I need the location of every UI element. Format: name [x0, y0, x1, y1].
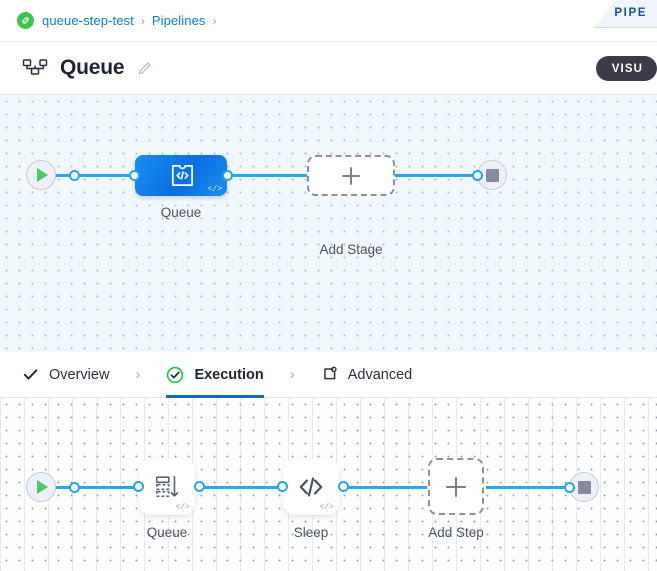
tab-execution[interactable]: Execution — [166, 352, 265, 398]
pencil-icon[interactable] — [137, 61, 152, 76]
add-step-node[interactable]: Add Step — [428, 458, 484, 540]
edge-addstage-to-end — [388, 174, 480, 177]
end-node-input-port[interactable] — [472, 170, 483, 181]
code-block-icon — [171, 164, 193, 187]
step-node-sleep[interactable]: </> Sleep — [277, 459, 349, 540]
pipeline-side-tab-label: PIPE — [614, 7, 647, 19]
edge-start-to-queue — [47, 174, 143, 177]
plus-icon — [342, 166, 360, 185]
edge-start-to-queue-step — [47, 486, 137, 489]
page-title: Queue — [60, 56, 125, 79]
add-stage-box[interactable] — [307, 155, 395, 196]
stage-node-queue-label: Queue — [160, 205, 202, 220]
step-node-queue-label: Queue — [146, 525, 188, 540]
start-node[interactable] — [26, 160, 80, 190]
tab-execution-label: Execution — [194, 366, 264, 383]
stop-icon — [485, 168, 499, 182]
step-node-queue-input-port[interactable] — [133, 481, 144, 492]
step-node-queue[interactable]: </> Queue — [133, 459, 205, 540]
pipeline-hierarchy-icon — [22, 57, 48, 79]
step-canvas[interactable]: </> Queue </> Sleep — [0, 398, 657, 571]
breadcrumb-separator: › — [140, 13, 145, 28]
stage-node-queue-badge: </> — [207, 185, 222, 194]
step-start-node-circle — [26, 472, 56, 502]
tab-separator-2: › — [289, 366, 295, 383]
breadcrumb: queue-step-test › Pipelines › PIPE — [0, 0, 657, 42]
edge-queue-to-sleep — [196, 486, 282, 489]
queue-stack-icon — [155, 475, 179, 498]
end-node[interactable] — [472, 160, 507, 190]
step-start-node-output-port[interactable] — [69, 482, 80, 493]
stage-node-queue-body[interactable]: </> — [135, 155, 227, 196]
step-end-node-input-port[interactable] — [564, 482, 575, 493]
stop-icon — [577, 480, 591, 494]
step-node-queue-body[interactable]: </> — [139, 459, 195, 515]
pipeline-side-tab[interactable]: PIPE — [593, 0, 657, 28]
play-icon — [37, 480, 48, 494]
tab-separator-1: › — [135, 366, 141, 383]
stage-canvas[interactable]: </> Queue Add Stage — [0, 95, 657, 352]
visual-toggle-button[interactable]: VISU — [595, 56, 657, 81]
start-node-circle — [26, 160, 56, 190]
step-node-sleep-input-port[interactable] — [277, 481, 288, 492]
step-node-sleep-body[interactable]: </> — [283, 459, 339, 515]
step-end-node[interactable] — [564, 472, 599, 502]
settings-frame-icon — [321, 366, 338, 383]
step-node-sleep-badge: </> — [319, 503, 334, 512]
play-icon — [37, 168, 48, 182]
add-step-box[interactable] — [428, 458, 484, 515]
plus-icon — [446, 476, 466, 497]
breadcrumb-item-project[interactable]: queue-step-test — [42, 13, 134, 28]
edge-sleep-to-addstep — [341, 486, 427, 489]
stage-node-queue-input-port[interactable] — [129, 170, 140, 181]
code-icon — [299, 477, 323, 497]
add-step-label: Add Step — [428, 525, 484, 540]
step-node-sleep-output-port[interactable] — [338, 481, 349, 492]
visual-toggle-label: VISU — [611, 62, 643, 75]
step-node-queue-output-port[interactable] — [194, 481, 205, 492]
tab-advanced-label: Advanced — [347, 366, 413, 383]
step-start-node[interactable] — [26, 472, 80, 502]
tab-advanced[interactable]: Advanced — [321, 352, 413, 398]
breadcrumb-item-pipelines[interactable]: Pipelines — [151, 13, 206, 28]
breadcrumb-separator-2: › — [212, 13, 217, 28]
check-icon — [22, 366, 39, 383]
add-stage-label: Add Stage — [319, 242, 383, 257]
step-node-sleep-label: Sleep — [293, 525, 329, 540]
stage-node-queue[interactable]: </> Queue — [129, 155, 233, 220]
edge-addstep-to-end — [486, 486, 572, 489]
tab-overview-label: Overview — [49, 366, 110, 383]
link-badge-icon — [17, 12, 34, 29]
page-header: Queue VISU — [0, 42, 657, 95]
start-node-output-port[interactable] — [69, 170, 80, 181]
step-node-queue-badge: </> — [175, 503, 190, 512]
add-stage-node[interactable]: Add Stage — [307, 155, 395, 257]
step-tab-bar: Overview › Execution › Advanced — [0, 352, 657, 398]
check-circle-icon — [166, 366, 184, 384]
stage-node-queue-output-port[interactable] — [222, 170, 233, 181]
edge-queue-to-addstage — [222, 174, 314, 177]
tab-overview[interactable]: Overview — [22, 352, 109, 398]
